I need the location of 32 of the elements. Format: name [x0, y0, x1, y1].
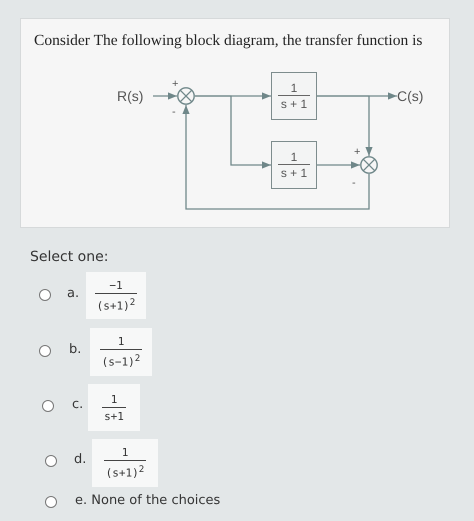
- denominator: (s−1)$^{2}$: [100, 349, 142, 370]
- signal-label: R(s): [117, 87, 153, 105]
- numerator: 1: [110, 392, 118, 406]
- denominator: s + 1: [278, 95, 310, 111]
- numerator: −1: [109, 278, 123, 293]
- option-letter: a.: [67, 286, 80, 301]
- signal-arrow: [317, 95, 373, 156]
- option-text: e. None of the choices: [75, 493, 220, 508]
- transfer-function-block: [271, 141, 317, 189]
- question-text: Consider The following block diagram, the transfer function is: [34, 32, 422, 50]
- numerator: 1: [122, 445, 128, 460]
- option-letter: d.: [74, 452, 86, 467]
- sign-label: +: [172, 79, 178, 90]
- denominator: s+1: [102, 406, 126, 424]
- signal-arrow: [182, 105, 370, 210]
- option-letter: b.: [69, 342, 82, 357]
- numerator: 1: [118, 334, 124, 350]
- prompt-text: Select one:: [30, 249, 108, 265]
- signal-arrow: [153, 92, 177, 100]
- numerator: 1: [290, 150, 298, 164]
- signal-arrow: [195, 95, 271, 169]
- denominator: s + 1: [278, 164, 310, 180]
- signal-arrow: [317, 161, 360, 169]
- sign-label: +: [354, 147, 360, 158]
- signal-label: C(s): [397, 87, 433, 105]
- denominator: (s+1)$^{2}$: [94, 292, 138, 314]
- numerator: 1: [290, 81, 298, 95]
- sign-label: -: [352, 178, 356, 189]
- option-letter: c.: [72, 397, 84, 412]
- sign-label: -: [172, 107, 176, 118]
- transfer-function-block: [271, 72, 317, 120]
- denominator: (s+1)$^{2}$: [104, 460, 146, 481]
